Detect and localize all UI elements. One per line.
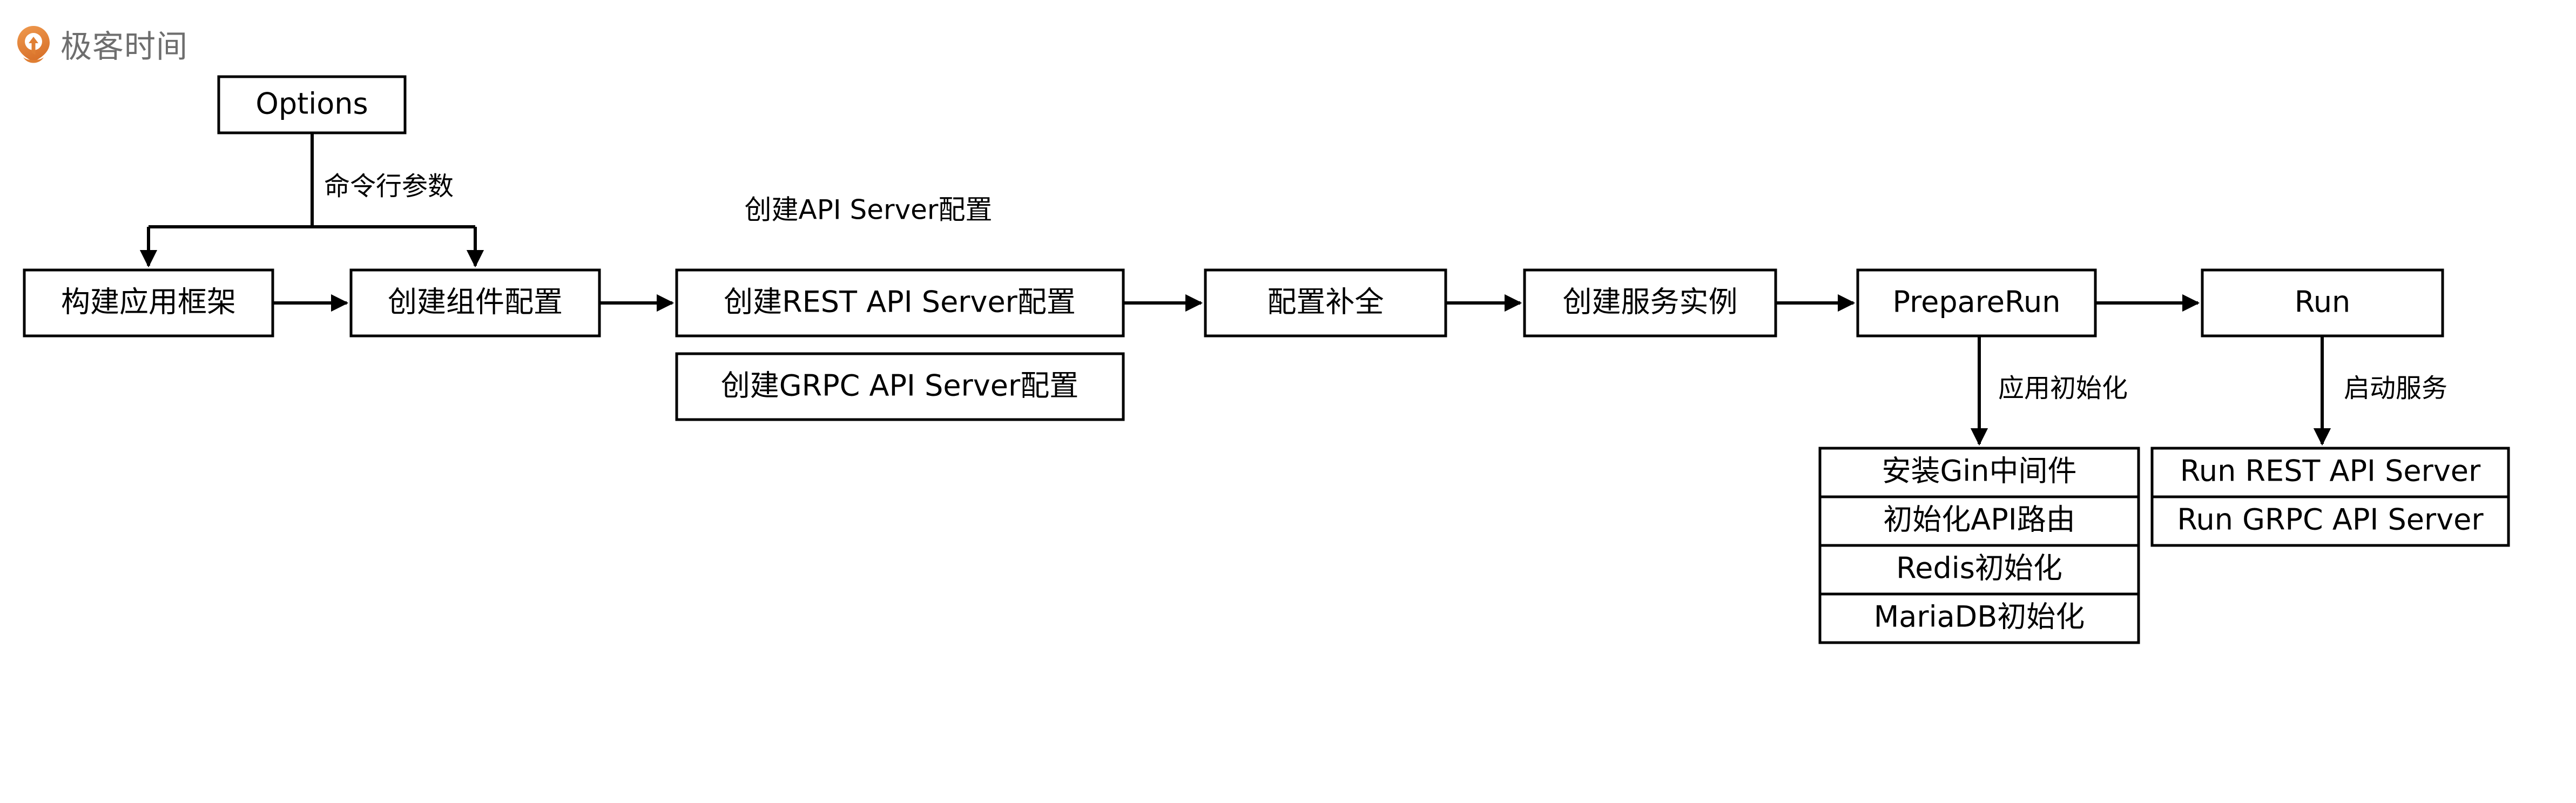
node-build-app-label: 构建应用框架 [61,285,236,319]
node-create-config-label: 创建组件配置 [388,285,563,319]
edge-options-to-row [139,133,484,268]
node-rest-config[interactable]: 创建REST API Server配置 [675,268,1125,338]
node-run[interactable]: Run [2201,268,2444,338]
stack-row-run-grpc-api-server[interactable]: Run GRPC API Server [2177,503,2484,537]
node-create-config[interactable]: 创建组件配置 [349,268,601,338]
node-create-service[interactable]: 创建服务实例 [1523,268,1777,338]
edge-label-app-init: 应用初始化 [1998,373,2128,403]
node-config-fill[interactable]: 配置补全 [1204,268,1447,338]
stack-row-mariadb-init[interactable]: MariaDB初始化 [1874,600,2085,634]
node-options[interactable]: Options [217,75,407,134]
node-config-fill-label: 配置补全 [1267,285,1384,319]
brand-name: 极客时间 [60,28,188,65]
edge-label-start-service: 启动服务 [2344,373,2447,403]
node-run-label: Run [2295,285,2351,319]
node-options-label: Options [255,87,368,121]
geekbang-droplet-logo-icon [14,25,53,66]
node-grpc-config-label: 创建GRPC API Server配置 [721,369,1078,403]
edge-label-command-line-args: 命令行参数 [324,171,454,201]
group-label-api-server-config: 创建API Server配置 [745,194,993,226]
node-build-app[interactable]: 构建应用框架 [23,268,274,338]
node-rest-config-label: 创建REST API Server配置 [724,285,1076,319]
node-create-service-label: 创建服务实例 [1563,285,1738,319]
brand-logo: 极客时间 [14,26,188,65]
node-prepare-run[interactable]: PrepareRun [1856,268,2097,338]
stack-row-run-rest-api-server[interactable]: Run REST API Server [2180,454,2481,488]
stack-app-init: 安装Gin中间件 初始化API路由 Redis初始化 MariaDB初始化 [1818,447,2140,644]
node-prepare-run-label: PrepareRun [1892,285,2060,319]
stack-run-servers: Run REST API Server Run GRPC API Server [2150,447,2510,547]
stack-row-init-api-router[interactable]: 初始化API路由 [1883,503,2075,537]
stack-row-redis-init[interactable]: Redis初始化 [1896,551,2062,585]
node-grpc-config[interactable]: 创建GRPC API Server配置 [675,352,1125,421]
stack-row-install-gin-middleware[interactable]: 安装Gin中间件 [1882,454,2076,488]
